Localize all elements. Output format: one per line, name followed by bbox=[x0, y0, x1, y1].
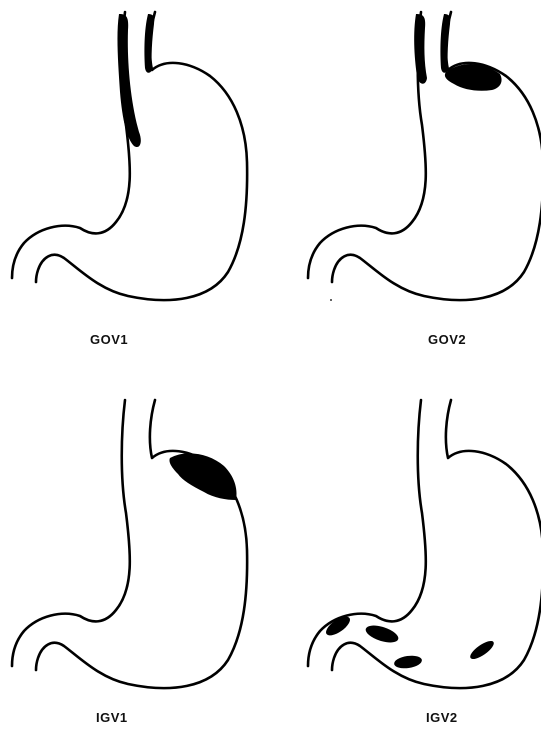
varix-isolated-fundal bbox=[169, 453, 236, 500]
varix-ectopic bbox=[323, 613, 353, 639]
varix-esophageal-lesser-curve bbox=[117, 14, 140, 147]
panel-igv1: IGV1 bbox=[12, 400, 247, 725]
stomach-outline bbox=[12, 12, 247, 300]
panel-gov2: GOV2 bbox=[308, 12, 541, 347]
varix-esophageal-right bbox=[144, 14, 154, 73]
varix-ectopic bbox=[364, 622, 401, 646]
panel-gov1: GOV1 bbox=[12, 12, 247, 347]
panel-label: IGV2 bbox=[426, 710, 458, 725]
varix-esophageal-left bbox=[414, 14, 427, 84]
stomach-outline bbox=[308, 400, 541, 688]
scan-speck bbox=[330, 299, 332, 301]
varix-ectopic bbox=[393, 654, 422, 670]
panel-label: IGV1 bbox=[96, 710, 128, 725]
stomach-outline bbox=[12, 400, 247, 688]
panel-label: GOV2 bbox=[428, 332, 466, 347]
panel-igv2: IGV2 bbox=[308, 400, 541, 725]
varix-esophageal-right bbox=[440, 14, 450, 73]
panel-label: GOV1 bbox=[90, 332, 128, 347]
varix-ectopic bbox=[468, 638, 497, 662]
